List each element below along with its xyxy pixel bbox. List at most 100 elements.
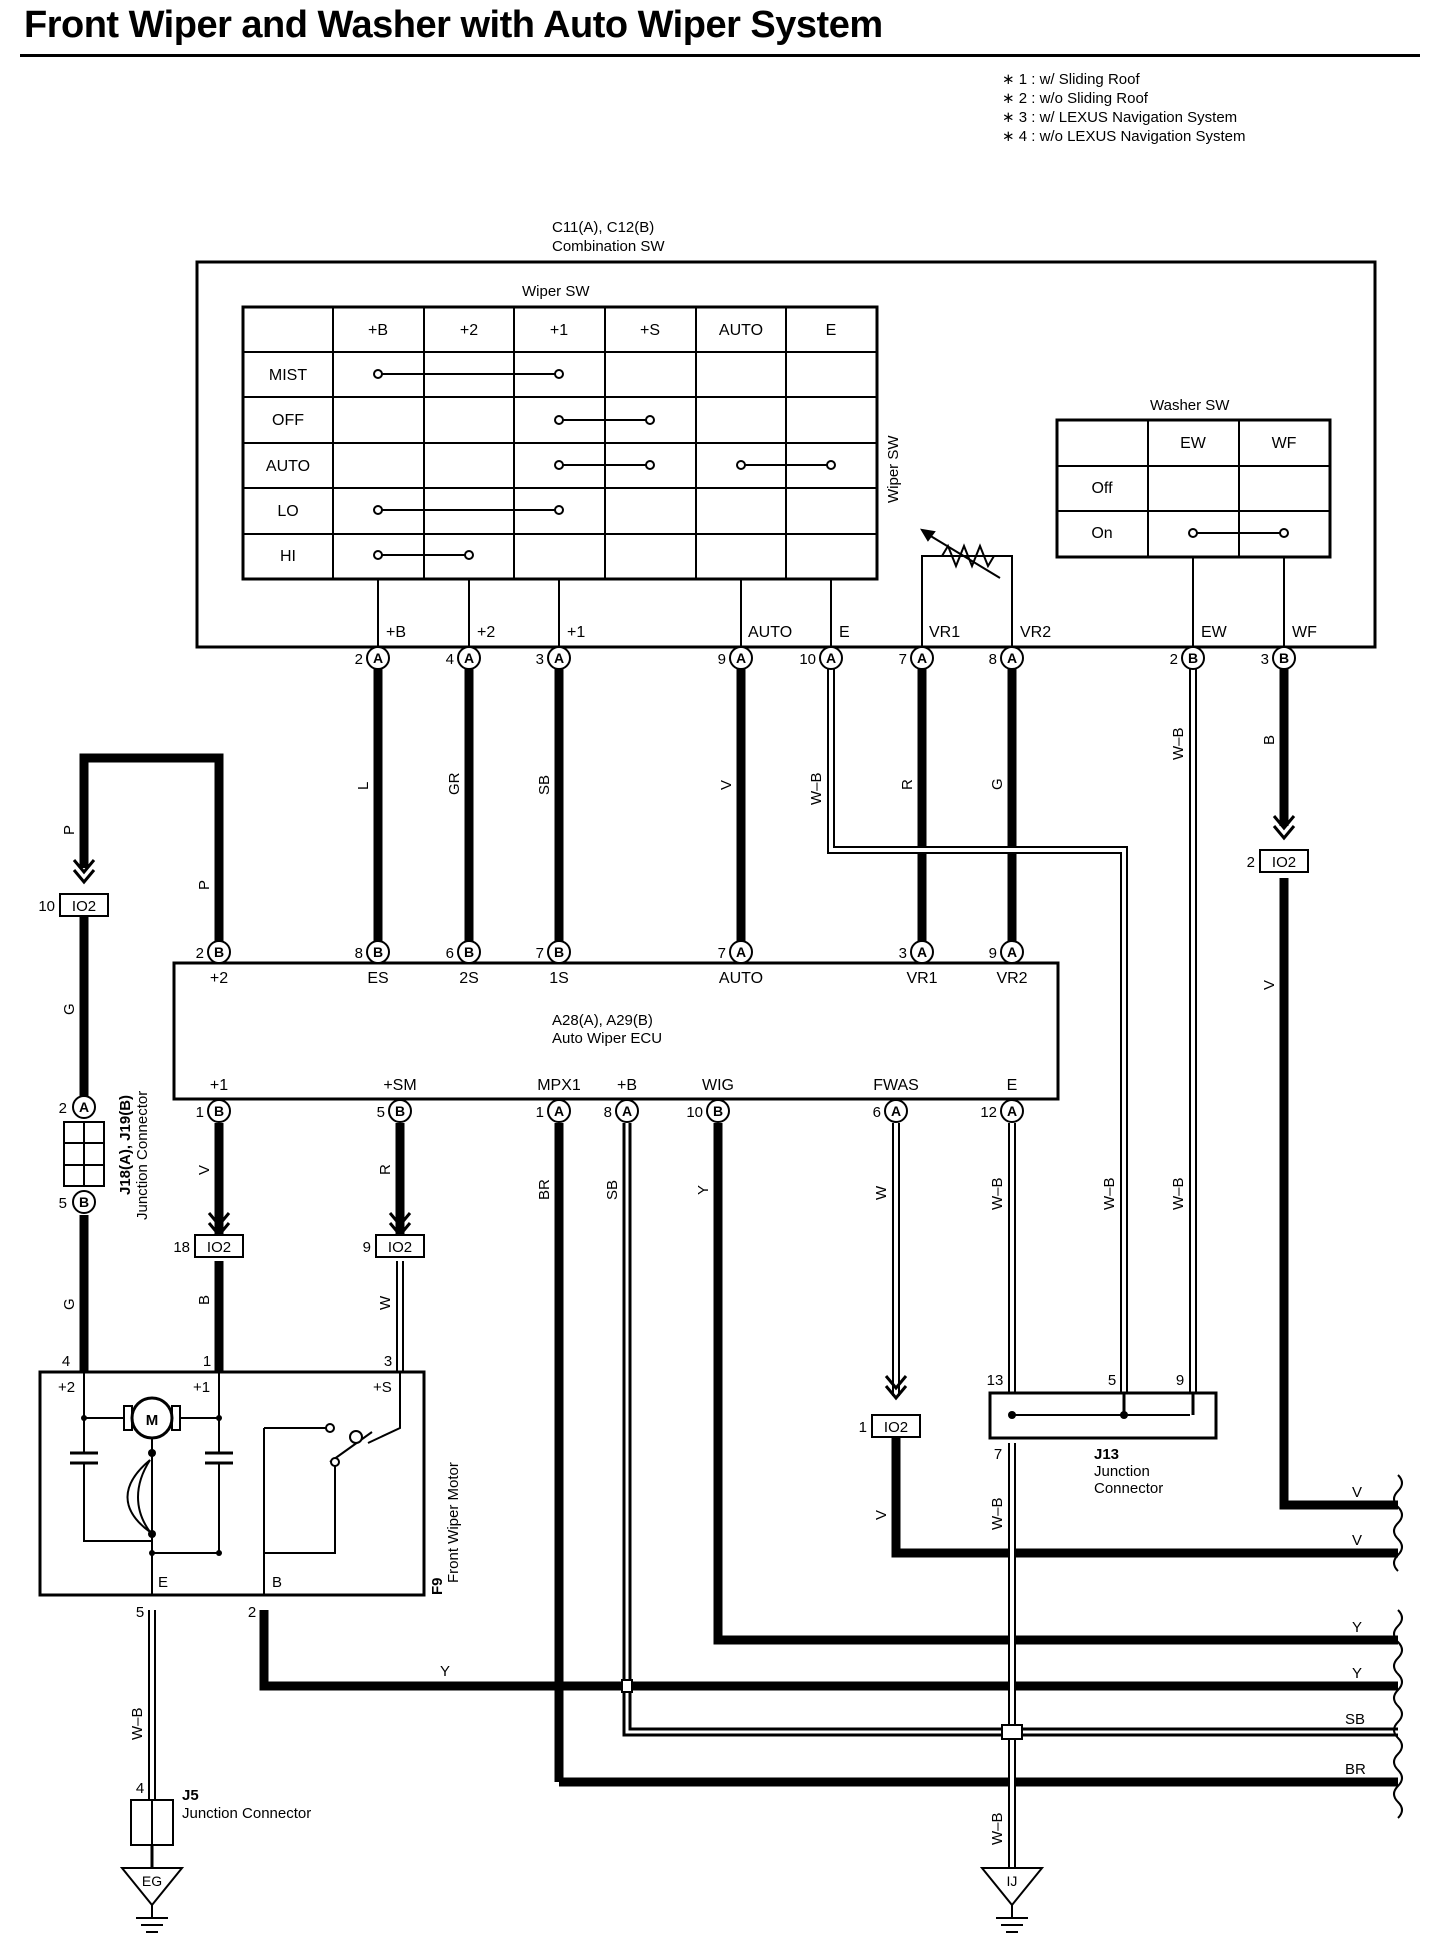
right-wire-v1: V bbox=[1352, 1484, 1362, 1501]
motor-term-b: B bbox=[272, 1574, 282, 1591]
combination-sw-name: Combination SW bbox=[552, 238, 665, 255]
cs-pin-conn-7: A bbox=[1007, 650, 1017, 666]
cs-pin-num-3: 3 bbox=[536, 651, 544, 668]
ecu-term-es: ES bbox=[367, 970, 388, 987]
motor-pin-3: 3 bbox=[384, 1353, 392, 1370]
cs-pin-num-8: 2 bbox=[1170, 651, 1178, 668]
ecu-term-auto: AUTO bbox=[719, 970, 763, 987]
io2-label-5: IO2 bbox=[884, 1419, 908, 1436]
ecu-bot-num-7: 12 bbox=[980, 1104, 997, 1121]
ecu-bot-num-6: 6 bbox=[873, 1104, 881, 1121]
j18-name: Junction Connector bbox=[134, 1091, 151, 1220]
ecu-bot-conn-6: A bbox=[891, 1103, 901, 1119]
cs-term-e: E bbox=[839, 624, 850, 641]
wire-label-y-wig: Y bbox=[695, 1185, 712, 1195]
ecu-bot-conn-5: B bbox=[713, 1103, 723, 1119]
wiper-row-off: OFF bbox=[272, 412, 304, 429]
wiper-col-e: E bbox=[826, 322, 837, 339]
wiper-row-hi: HI bbox=[280, 548, 296, 565]
io2-pin-5: 1 bbox=[859, 1419, 867, 1436]
combination-sw-code: C11(A), C12(B) bbox=[552, 219, 654, 236]
cs-term-2: +2 bbox=[477, 624, 495, 641]
wire-label-b: B bbox=[1261, 735, 1278, 745]
wire-label-wb-ground: W–B bbox=[989, 1812, 1006, 1845]
ecu-term-plus1: +1 bbox=[210, 1077, 228, 1094]
motor-term-e: E bbox=[158, 1574, 168, 1591]
cs-pin-num-5: 10 bbox=[799, 651, 816, 668]
cs-pin-num-2: 4 bbox=[446, 651, 454, 668]
ecu-top-num-4: 7 bbox=[536, 945, 544, 962]
ecu-bot-conn-4: A bbox=[622, 1103, 632, 1119]
right-wire-v2: V bbox=[1352, 1532, 1362, 1549]
wiper-row-lo: LO bbox=[277, 503, 298, 520]
wire-label-w-fwas: W bbox=[873, 1185, 890, 1200]
ecu-top-num-6: 3 bbox=[899, 945, 907, 962]
wiper-sw-side-label: Wiper SW bbox=[885, 435, 902, 503]
ecu-top-conn-3: B bbox=[464, 944, 474, 960]
ecu-top-num-7: 9 bbox=[989, 945, 997, 962]
cs-term-vr2: VR2 bbox=[1020, 624, 1051, 641]
ecu-term-vr2: VR2 bbox=[996, 970, 1027, 987]
j13-connector bbox=[988, 1391, 1218, 1440]
note-3: ∗ 3 : w/ LEXUS Navigation System bbox=[1002, 109, 1238, 126]
ecu-bot-conn-2: B bbox=[395, 1103, 405, 1119]
wire-label-g1: G bbox=[61, 1003, 78, 1015]
wire-label-v-io2: V bbox=[1261, 980, 1278, 990]
ecu-top-conn-4: B bbox=[554, 944, 564, 960]
washer-col-ew: EW bbox=[1180, 435, 1207, 452]
combination-internal-leads bbox=[377, 555, 1285, 647]
bus-crossovers bbox=[621, 1679, 1023, 1740]
cs-pin-num-6: 7 bbox=[899, 651, 907, 668]
motor-term-1: +1 bbox=[193, 1379, 210, 1396]
ecu-bot-num-4: 8 bbox=[604, 1104, 612, 1121]
j18-conn-top: A bbox=[79, 1099, 89, 1115]
right-wire-y2: Y bbox=[1352, 1665, 1362, 1682]
motor-term-2: +2 bbox=[58, 1379, 75, 1396]
connector-arrows bbox=[72, 815, 1296, 1401]
wire-label-wb-j13out: W–B bbox=[989, 1497, 1006, 1530]
page-title: Front Wiper and Washer with Auto Wiper S… bbox=[24, 4, 883, 46]
wire-break-marks bbox=[1393, 1474, 1403, 1819]
motor-symbol bbox=[81, 1396, 363, 1556]
right-wire-br: BR bbox=[1345, 1761, 1366, 1778]
thick-wires bbox=[79, 668, 1398, 1787]
io2-pin-1: 10 bbox=[38, 898, 55, 915]
ecu-code: A28(A), A29(B) bbox=[552, 1012, 653, 1029]
wire-label-b-motor: B bbox=[196, 1295, 213, 1305]
cs-pin-conn-4: A bbox=[736, 650, 746, 666]
io2-label-4: IO2 bbox=[388, 1239, 412, 1256]
ground-ij bbox=[979, 1867, 1045, 1933]
j13-pin-9: 9 bbox=[1176, 1372, 1184, 1389]
ecu-top-conn-7: A bbox=[1007, 944, 1017, 960]
cs-pin-conn-1: A bbox=[373, 650, 383, 666]
double-wires bbox=[148, 668, 1197, 1900]
cs-pin-num-4: 9 bbox=[718, 651, 726, 668]
wire-label-w-motor: W bbox=[377, 1295, 394, 1310]
ground-eg-label: EG bbox=[142, 1873, 162, 1889]
wiper-contacts bbox=[373, 369, 836, 560]
wire-label-v-plus1: V bbox=[196, 1165, 213, 1175]
wire-label-sb-b: SB bbox=[604, 1180, 621, 1200]
ecu-term-fwas: FWAS bbox=[873, 1077, 919, 1094]
wire-label-wb-j13a: W–B bbox=[1101, 1177, 1118, 1210]
wiper-switch-table bbox=[241, 305, 879, 581]
ecu-term-1s: 1S bbox=[549, 970, 569, 987]
ecu-top-conn-5: A bbox=[736, 944, 746, 960]
ground-eg bbox=[119, 1845, 185, 1933]
note-1: ∗ 1 : w/ Sliding Roof bbox=[1002, 71, 1140, 88]
motor-code: F9 bbox=[429, 1577, 446, 1595]
wiper-row-mist: MIST bbox=[269, 367, 307, 384]
wire-label-wb-e: W–B bbox=[989, 1177, 1006, 1210]
combination-pins bbox=[366, 646, 1296, 670]
motor-name: Front Wiper Motor bbox=[445, 1462, 462, 1583]
cs-term-vr1: VR1 bbox=[929, 624, 960, 641]
ecu-bot-num-5: 10 bbox=[686, 1104, 703, 1121]
wiper-col-b: +B bbox=[368, 322, 388, 339]
wire-label-sb: SB bbox=[536, 775, 553, 795]
ecu-term-2: +2 bbox=[210, 970, 228, 987]
cs-term-auto: AUTO bbox=[748, 624, 792, 641]
wiper-table-title: Wiper SW bbox=[522, 283, 590, 300]
ecu-bot-conn-1: B bbox=[214, 1103, 224, 1119]
washer-contacts bbox=[1188, 528, 1289, 538]
notes-list: ∗ 1 : w/ Sliding Roof ∗ 2 : w/o Sliding … bbox=[1002, 70, 1246, 146]
